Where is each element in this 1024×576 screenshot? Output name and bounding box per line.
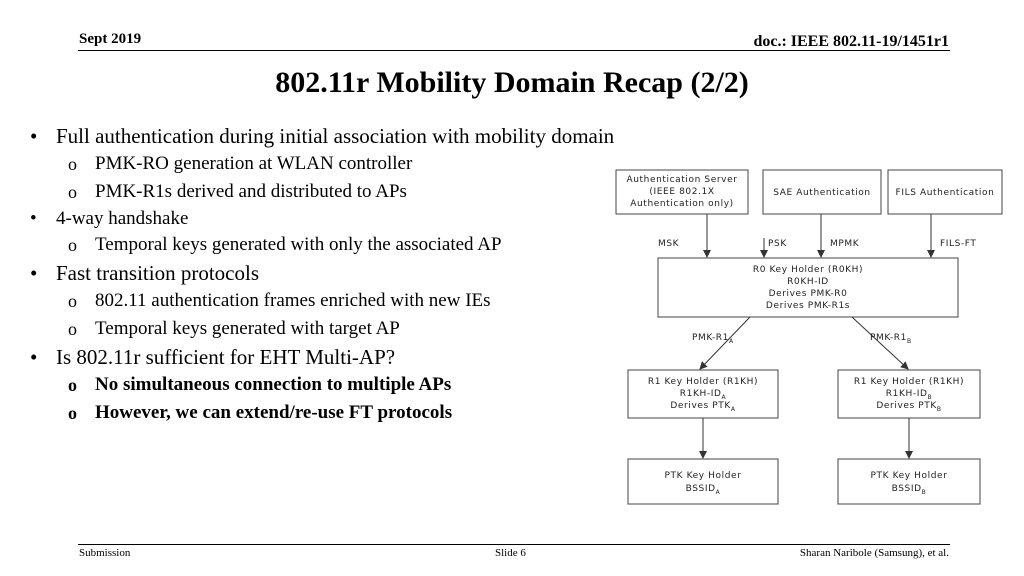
r0kh-line-4: Derives PMK-R1s — [766, 301, 850, 311]
auth-server-line-1: Authentication Server — [626, 175, 737, 185]
r0kh-line-3: Derives PMK-R0 — [769, 289, 848, 299]
pmk-r1-b-label: PMK-R1B — [870, 333, 912, 345]
auth-server-line-2: (IEEE 802.1X — [649, 187, 714, 197]
ptk-holder-b-box — [837, 458, 981, 505]
fils-auth-box — [887, 169, 1003, 215]
header-doc-id: doc.: IEEE 802.11-19/1451r1 — [753, 33, 949, 50]
sae-auth-box — [762, 169, 882, 215]
r1kh-a-title: R1 Key Holder (R1KH) — [648, 377, 758, 387]
ptk-holder-b-bssid: BSSIDB — [892, 484, 927, 496]
bullet-1: Full authentication during initial assoc… — [28, 122, 614, 150]
sub-bullet-1-1: PMK-RO generation at WLAN controller — [28, 150, 608, 178]
footer-author: Sharan Naribole (Samsung), et al. — [799, 547, 949, 559]
r0kh-line-2: R0KH-ID — [787, 277, 829, 287]
psk-label: PSK — [768, 239, 787, 249]
bullet-list: Full authentication during initial assoc… — [28, 122, 614, 427]
ptk-holder-b-title: PTK Key Holder — [871, 471, 948, 481]
sae-auth-label: SAE Authentication — [773, 188, 870, 198]
sub-bullet-1-2: PMK-R1s derived and distributed to APs — [28, 178, 608, 206]
msk-label: MSK — [658, 239, 680, 249]
r1kh-a-id: R1KH-IDA — [680, 389, 727, 401]
header-date: Sept 2019 — [79, 31, 142, 47]
r1kh-b-title: R1 Key Holder (R1KH) — [854, 377, 964, 387]
r1kh-b-box — [837, 369, 981, 419]
fils-auth-label: FILS Authentication — [896, 188, 995, 198]
bullet-2: 4-way handshake — [28, 206, 608, 231]
fils-ft-label: FILS-FT — [940, 239, 977, 249]
sub-bullet-3-2: Temporal keys generated with target AP — [28, 315, 608, 343]
arrow-pmk-r1-b — [851, 316, 909, 370]
sub-bullet-4-1: No simultaneous connection to multiple A… — [28, 371, 608, 399]
sub-bullet-4-2: However, we can extend/re-use FT protoco… — [28, 399, 608, 427]
bullet-4: Is 802.11r sufficient for EHT Multi-AP? — [28, 343, 608, 371]
ptk-holder-a-bssid: BSSIDA — [686, 484, 721, 496]
r0kh-box — [657, 257, 959, 318]
bullet-3: Fast transition protocols — [28, 259, 608, 287]
r0kh-line-1: R0 Key Holder (R0KH) — [753, 265, 863, 275]
header-divider — [78, 50, 950, 51]
auth-server-box — [615, 169, 749, 215]
r1kh-b-id: R1KH-IDB — [886, 389, 932, 401]
ptk-holder-a-title: PTK Key Holder — [665, 471, 742, 481]
key-hierarchy-diagram: Authentication Server (IEEE 802.1X Authe… — [615, 169, 1003, 505]
mpmk-label: MPMK — [830, 239, 860, 249]
arrow-pmk-r1-a — [699, 316, 751, 370]
sub-bullet-3-1: 802.11 authentication frames enriched wi… — [28, 287, 608, 315]
r1kh-b-derives: Derives PTKB — [876, 401, 941, 413]
footer-submission: Submission — [79, 547, 131, 559]
sub-bullet-2-1: Temporal keys generated with only the as… — [28, 231, 608, 259]
r1kh-a-derives: Derives PTKA — [670, 401, 736, 413]
footer-divider — [78, 544, 950, 545]
slide-title: 802.11r Mobility Domain Recap (2/2) — [275, 66, 749, 99]
auth-server-line-3: Authentication only) — [630, 199, 733, 209]
footer-slide-number: Slide 6 — [495, 547, 526, 559]
ptk-holder-a-box — [627, 458, 779, 505]
pmk-r1-a-label: PMK-R1A — [692, 333, 734, 345]
r1kh-a-box — [627, 369, 779, 419]
